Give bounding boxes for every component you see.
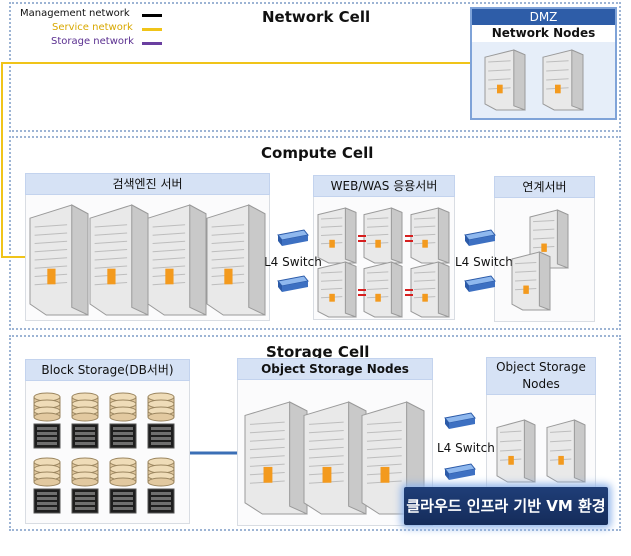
- storage-cell-title: Storage Cell: [266, 343, 370, 361]
- l4-switch-icon-1: [277, 229, 309, 246]
- network-cell-title: Network Cell: [262, 8, 371, 26]
- l4-switch-icon-3b: [444, 463, 476, 480]
- l4-switch-label-2: L4 Switch: [455, 255, 513, 269]
- web-server-icon: [317, 261, 357, 318]
- object-node-server-icon: [546, 419, 586, 483]
- l4-switch-icon-2: [464, 229, 496, 246]
- web-server-icon: [317, 207, 357, 264]
- web-server-icon: [410, 261, 450, 318]
- search-server-icon: [147, 204, 207, 316]
- object-storage-group-title: Object Storage Nodes: [237, 358, 433, 380]
- legend-service-line: [142, 28, 162, 31]
- legend-management-line: [142, 14, 162, 17]
- object-node-server-icon: [496, 419, 536, 483]
- storage-rack-icon: [109, 423, 137, 449]
- search-server-icon: [29, 204, 89, 316]
- database-icon: [109, 457, 137, 487]
- l4-switch-icon-3: [444, 412, 476, 429]
- block-storage-group-title: Block Storage(DB서버): [25, 359, 190, 381]
- l4-switch-label-3: L4 Switch: [437, 441, 495, 455]
- search-engine-group-title: 검색엔진 서버: [25, 173, 270, 195]
- storage-rack-icon: [33, 423, 61, 449]
- web-server-icon: [363, 261, 403, 318]
- object-storage-group-2-title: Object Storage Nodes: [486, 357, 596, 395]
- database-icon: [33, 457, 61, 487]
- object-storage-server-icon: [303, 401, 367, 515]
- web-was-group-title: WEB/WAS 응용서버: [313, 175, 455, 197]
- compute-cell-title: Compute Cell: [261, 144, 374, 162]
- web-server-icon: [410, 207, 450, 264]
- web-server-icon: [363, 207, 403, 264]
- storage-rack-icon: [71, 423, 99, 449]
- database-icon: [147, 457, 175, 487]
- l4-switch-label-1: L4 Switch: [264, 255, 322, 269]
- dmz-server-icon: [484, 49, 526, 111]
- l4-switch-icon-2b: [464, 275, 496, 292]
- storage-rack-icon: [33, 488, 61, 514]
- link-server-group-title: 연계서버: [494, 176, 595, 198]
- dmz-server-icon: [542, 49, 584, 111]
- vm-environment-badge: 클라우드 인프라 기반 VM 환경: [404, 487, 608, 525]
- database-icon: [33, 392, 61, 422]
- storage-rack-icon: [71, 488, 99, 514]
- legend-service-label: Service network: [52, 22, 133, 33]
- database-icon: [147, 392, 175, 422]
- service-network-line: [1, 62, 470, 258]
- dmz-nodes-label: Network Nodes: [472, 25, 615, 42]
- legend-storage-label: Storage network: [51, 36, 134, 47]
- search-server-icon: [206, 204, 266, 316]
- dmz-header: DMZ: [472, 9, 615, 25]
- legend-storage-line: [142, 42, 162, 45]
- l4-switch-icon-1b: [277, 275, 309, 292]
- search-server-icon: [89, 204, 149, 316]
- object-storage-group-2-title-line1: Object Storage: [496, 360, 586, 374]
- storage-rack-icon: [147, 488, 175, 514]
- object-storage-server-icon: [244, 401, 308, 515]
- database-icon: [71, 457, 99, 487]
- link-server-icon: [511, 251, 551, 311]
- object-storage-group-2-title-line2: Nodes: [522, 377, 560, 391]
- database-icon: [109, 392, 137, 422]
- database-icon: [71, 392, 99, 422]
- legend-management-label: Management network: [20, 8, 130, 19]
- storage-rack-icon: [109, 488, 137, 514]
- storage-rack-icon: [147, 423, 175, 449]
